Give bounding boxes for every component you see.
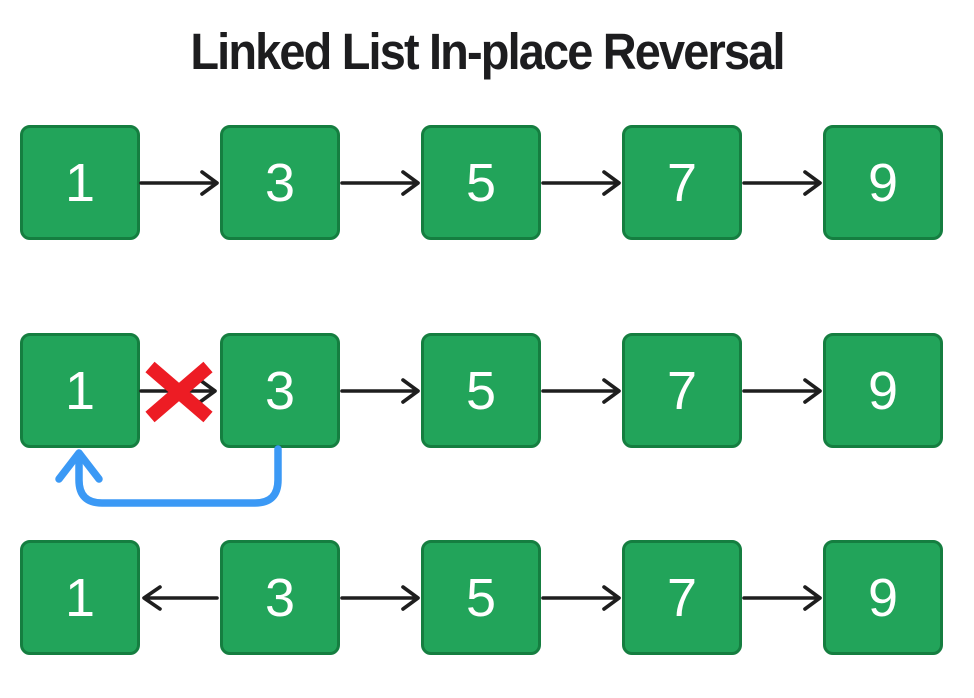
list-row-original: 1 3 5 7 9 <box>0 125 974 240</box>
list-row-after-reversal: 1 3 5 7 9 <box>0 540 974 655</box>
list-node: 7 <box>622 540 742 655</box>
reversed-pointer-curve-icon <box>75 445 282 507</box>
list-node: 1 <box>20 125 140 240</box>
list-node: 3 <box>220 540 340 655</box>
list-node: 5 <box>421 540 541 655</box>
list-node: 9 <box>823 333 943 448</box>
list-node: 3 <box>220 125 340 240</box>
list-node: 5 <box>421 125 541 240</box>
list-row-reversal-step: 1 3 5 7 9 <box>0 333 974 448</box>
list-node: 7 <box>622 125 742 240</box>
diagram-title: Linked List In-place Reversal <box>190 23 785 80</box>
list-node: 1 <box>20 333 140 448</box>
reversed-pointer-arrowhead-icon <box>55 449 103 483</box>
list-node: 9 <box>823 125 943 240</box>
list-node: 7 <box>622 333 742 448</box>
list-node: 3 <box>220 333 340 448</box>
list-node: 1 <box>20 540 140 655</box>
list-node: 5 <box>421 333 541 448</box>
list-node: 9 <box>823 540 943 655</box>
